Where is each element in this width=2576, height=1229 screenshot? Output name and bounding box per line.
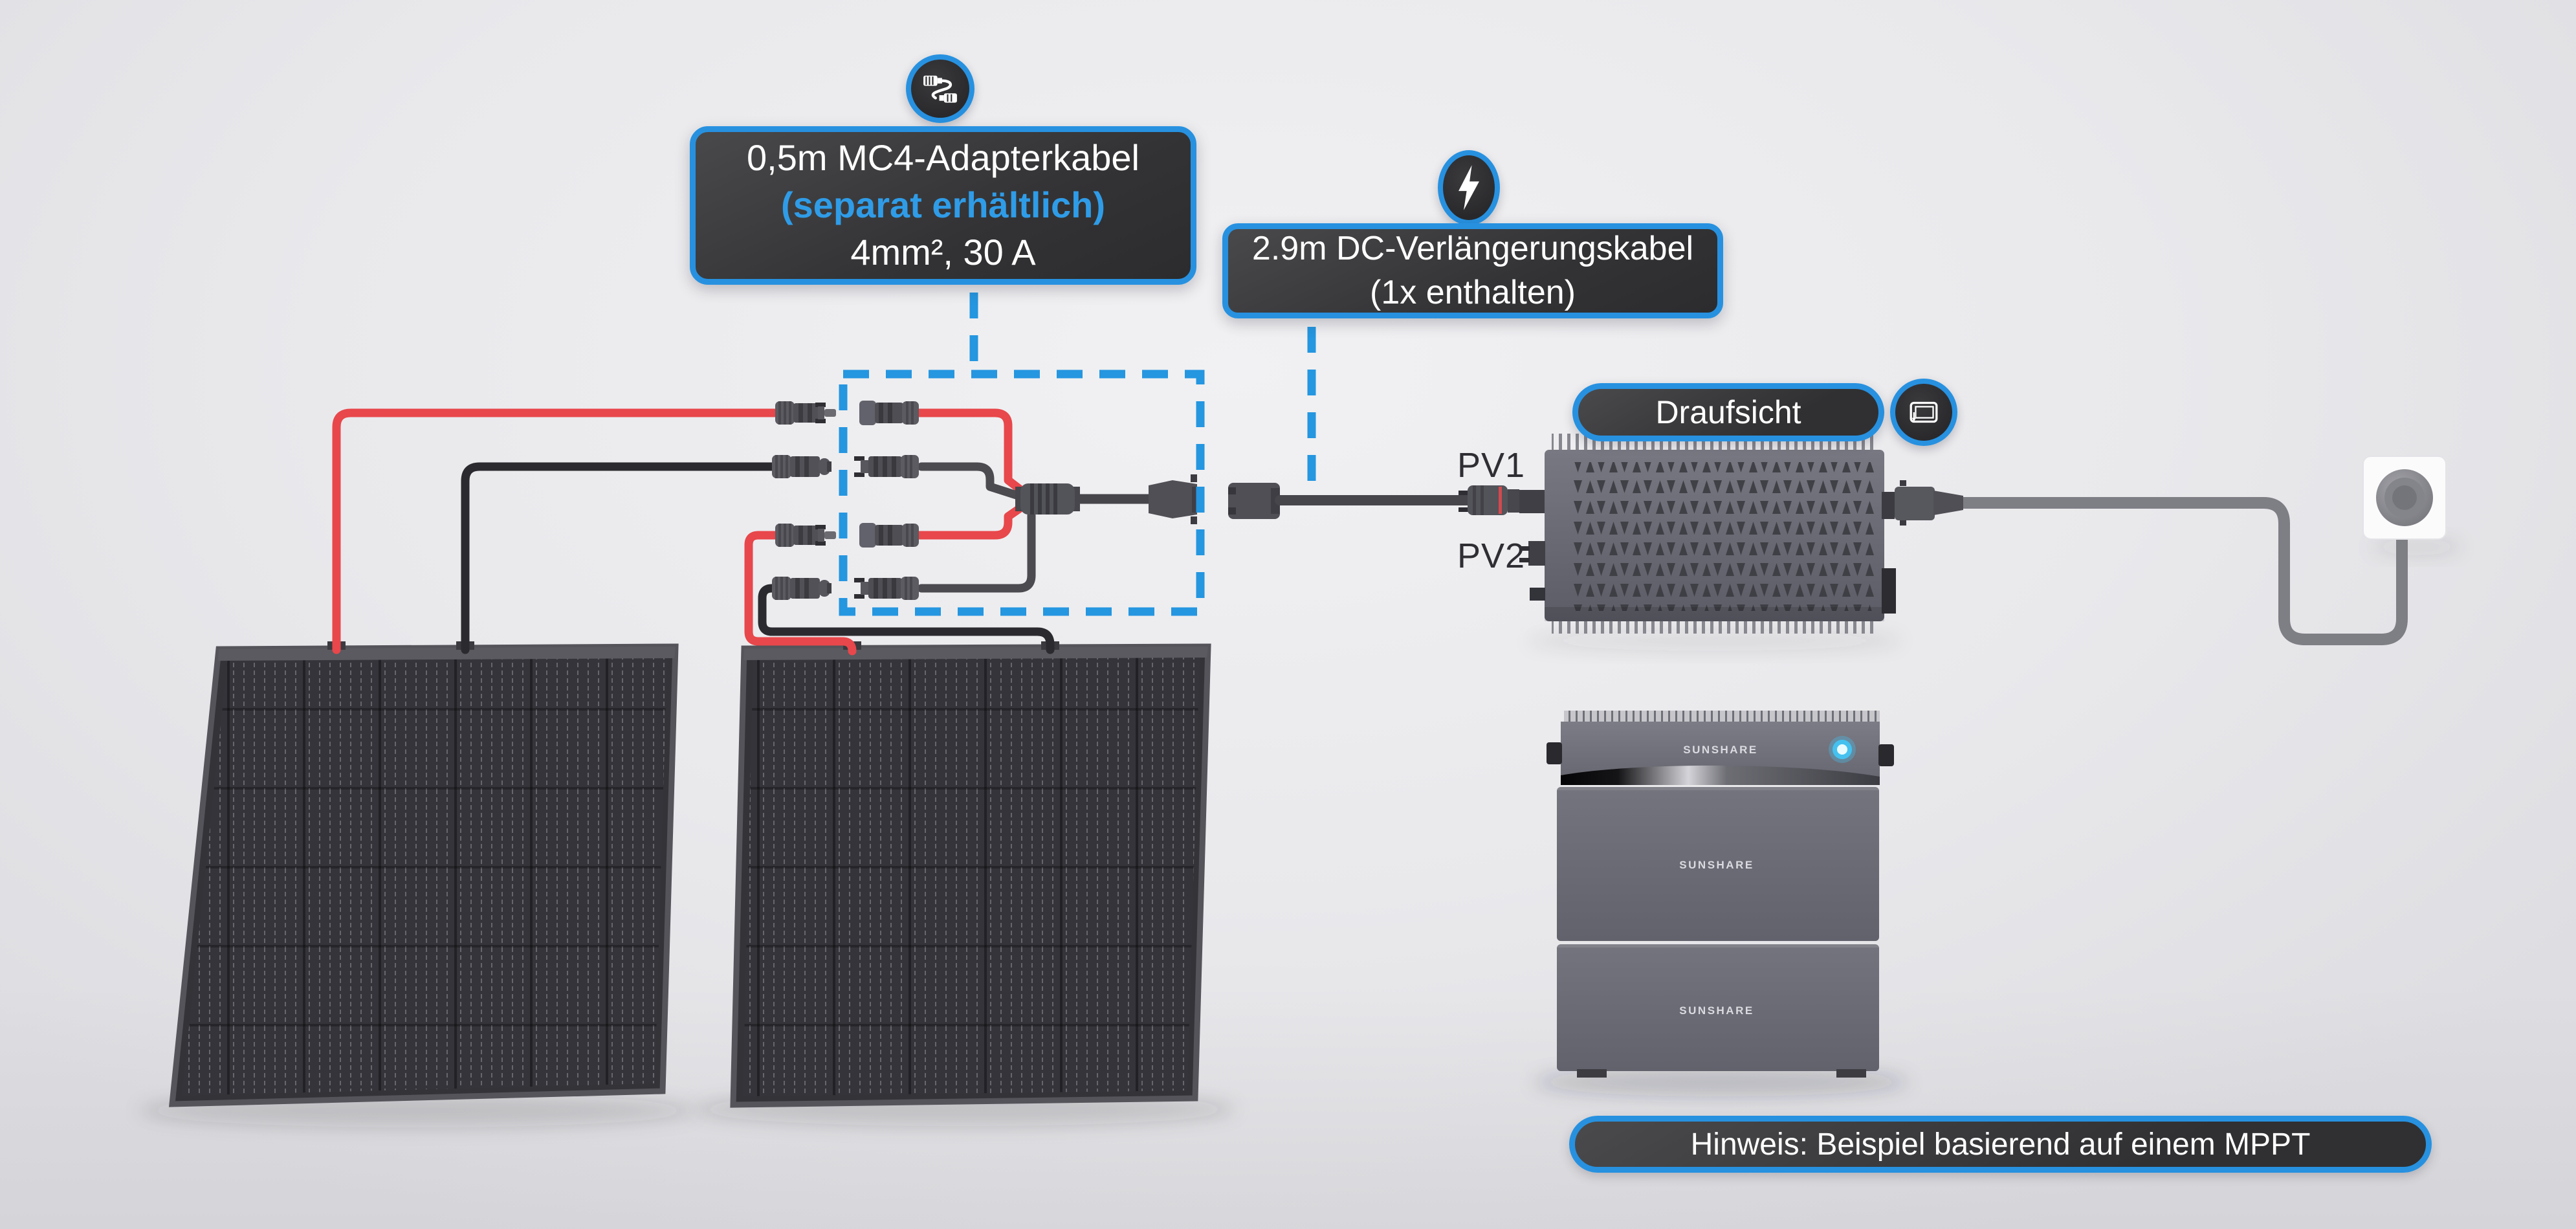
wall-outlet — [2362, 456, 2447, 540]
extension-cable-line1: 2.9m DC-Verlängerungskabel — [1251, 229, 1694, 267]
lightning-icon — [1438, 150, 1500, 225]
mc4-connector — [775, 401, 836, 425]
battery-stack — [1547, 711, 1894, 1078]
top-view-label: Draufsicht — [1572, 383, 1884, 441]
adapter-cable-line3: 4mm², 30 A — [850, 231, 1036, 272]
mc4-connector — [775, 524, 836, 547]
brand-logo-top-unit: SUNSHARE — [1683, 744, 1758, 756]
ac-cable — [1956, 497, 2408, 645]
pv1-label: PV1 — [1457, 446, 1526, 485]
note-label: Hinweis: Beispiel basierend auf einem MP… — [1569, 1116, 2432, 1173]
battery-module-2 — [1557, 944, 1879, 1071]
inverter-fins-bottom — [1552, 619, 1875, 634]
aux-port — [1530, 588, 1545, 601]
adapter-wires — [913, 408, 1158, 593]
panel-wires — [332, 408, 1055, 656]
red-wire-panel1 — [332, 408, 787, 654]
gray-stub-4 — [917, 511, 1036, 593]
mc4-connector — [772, 577, 831, 600]
adapter-cable-callout: 0,5m MC4-Adapterkabel (separat erhältlic… — [690, 126, 1196, 285]
battery-accent-strip — [1561, 765, 1880, 785]
right-side-module — [1882, 568, 1896, 614]
red-stub-1 — [913, 408, 1029, 498]
black-wire-panel1 — [461, 462, 784, 654]
brand-logo-module-2: SUNSHARE — [1679, 1004, 1754, 1017]
top-view-text: Draufsicht — [1655, 394, 1801, 430]
mc4-cable-glyph — [923, 75, 957, 103]
inverter-vent-pattern — [1574, 462, 1875, 611]
dashed-highlight-box — [839, 370, 1205, 616]
brand-logo-module-1: SUNSHARE — [1679, 859, 1754, 871]
dc-connector-pv1 — [1459, 485, 1547, 515]
gray-stub-2 — [917, 462, 1027, 502]
dc-extension-cable — [1228, 483, 1473, 519]
inverter-top-view — [1519, 434, 1896, 634]
ac-output — [1882, 456, 2447, 645]
extension-cable-callout: 2.9m DC-Verlängerungskabel (1x enthalten… — [1222, 223, 1723, 318]
extension-cable-line2: (1x enthalten) — [1370, 273, 1576, 311]
solar-panel-2 — [730, 641, 1211, 1108]
mc4-connector — [859, 401, 919, 425]
mc4-connectors-panel-side — [772, 401, 836, 600]
note-text: Hinweis: Beispiel basierend auf einem MP… — [1690, 1127, 2311, 1162]
mc4-connector — [859, 523, 919, 548]
adapter-splitter-barrel — [1015, 483, 1080, 515]
mc4-connectors-adapter-side — [854, 401, 919, 600]
pv2-label: PV2 — [1457, 537, 1526, 575]
black-wire-panel2 — [758, 584, 1055, 654]
mc4-cable-icon — [906, 54, 974, 123]
mc4-connector — [772, 455, 831, 478]
ac-connector — [1895, 487, 1935, 520]
adapter-cable-line1: 0,5m MC4-Adapterkabel — [747, 137, 1139, 179]
lightning-glyph — [1459, 165, 1479, 210]
top-view-icon — [1890, 379, 1957, 446]
adapter-cable-line2: (separat erhältlich) — [780, 184, 1106, 226]
red-wire-panel2 — [744, 531, 857, 656]
callout-connectors — [839, 293, 1316, 616]
left-handle — [1547, 742, 1562, 764]
adapter-dc-plug — [1149, 474, 1197, 524]
top-view-glyph — [1910, 401, 1938, 423]
mc4-connector — [854, 455, 919, 478]
right-handle — [1878, 744, 1894, 766]
battery-module-1 — [1557, 787, 1879, 941]
red-stub-3 — [913, 500, 1029, 540]
pv2-port — [1528, 541, 1545, 566]
solar-panel-1 — [169, 641, 679, 1107]
mc4-connector — [854, 577, 919, 600]
